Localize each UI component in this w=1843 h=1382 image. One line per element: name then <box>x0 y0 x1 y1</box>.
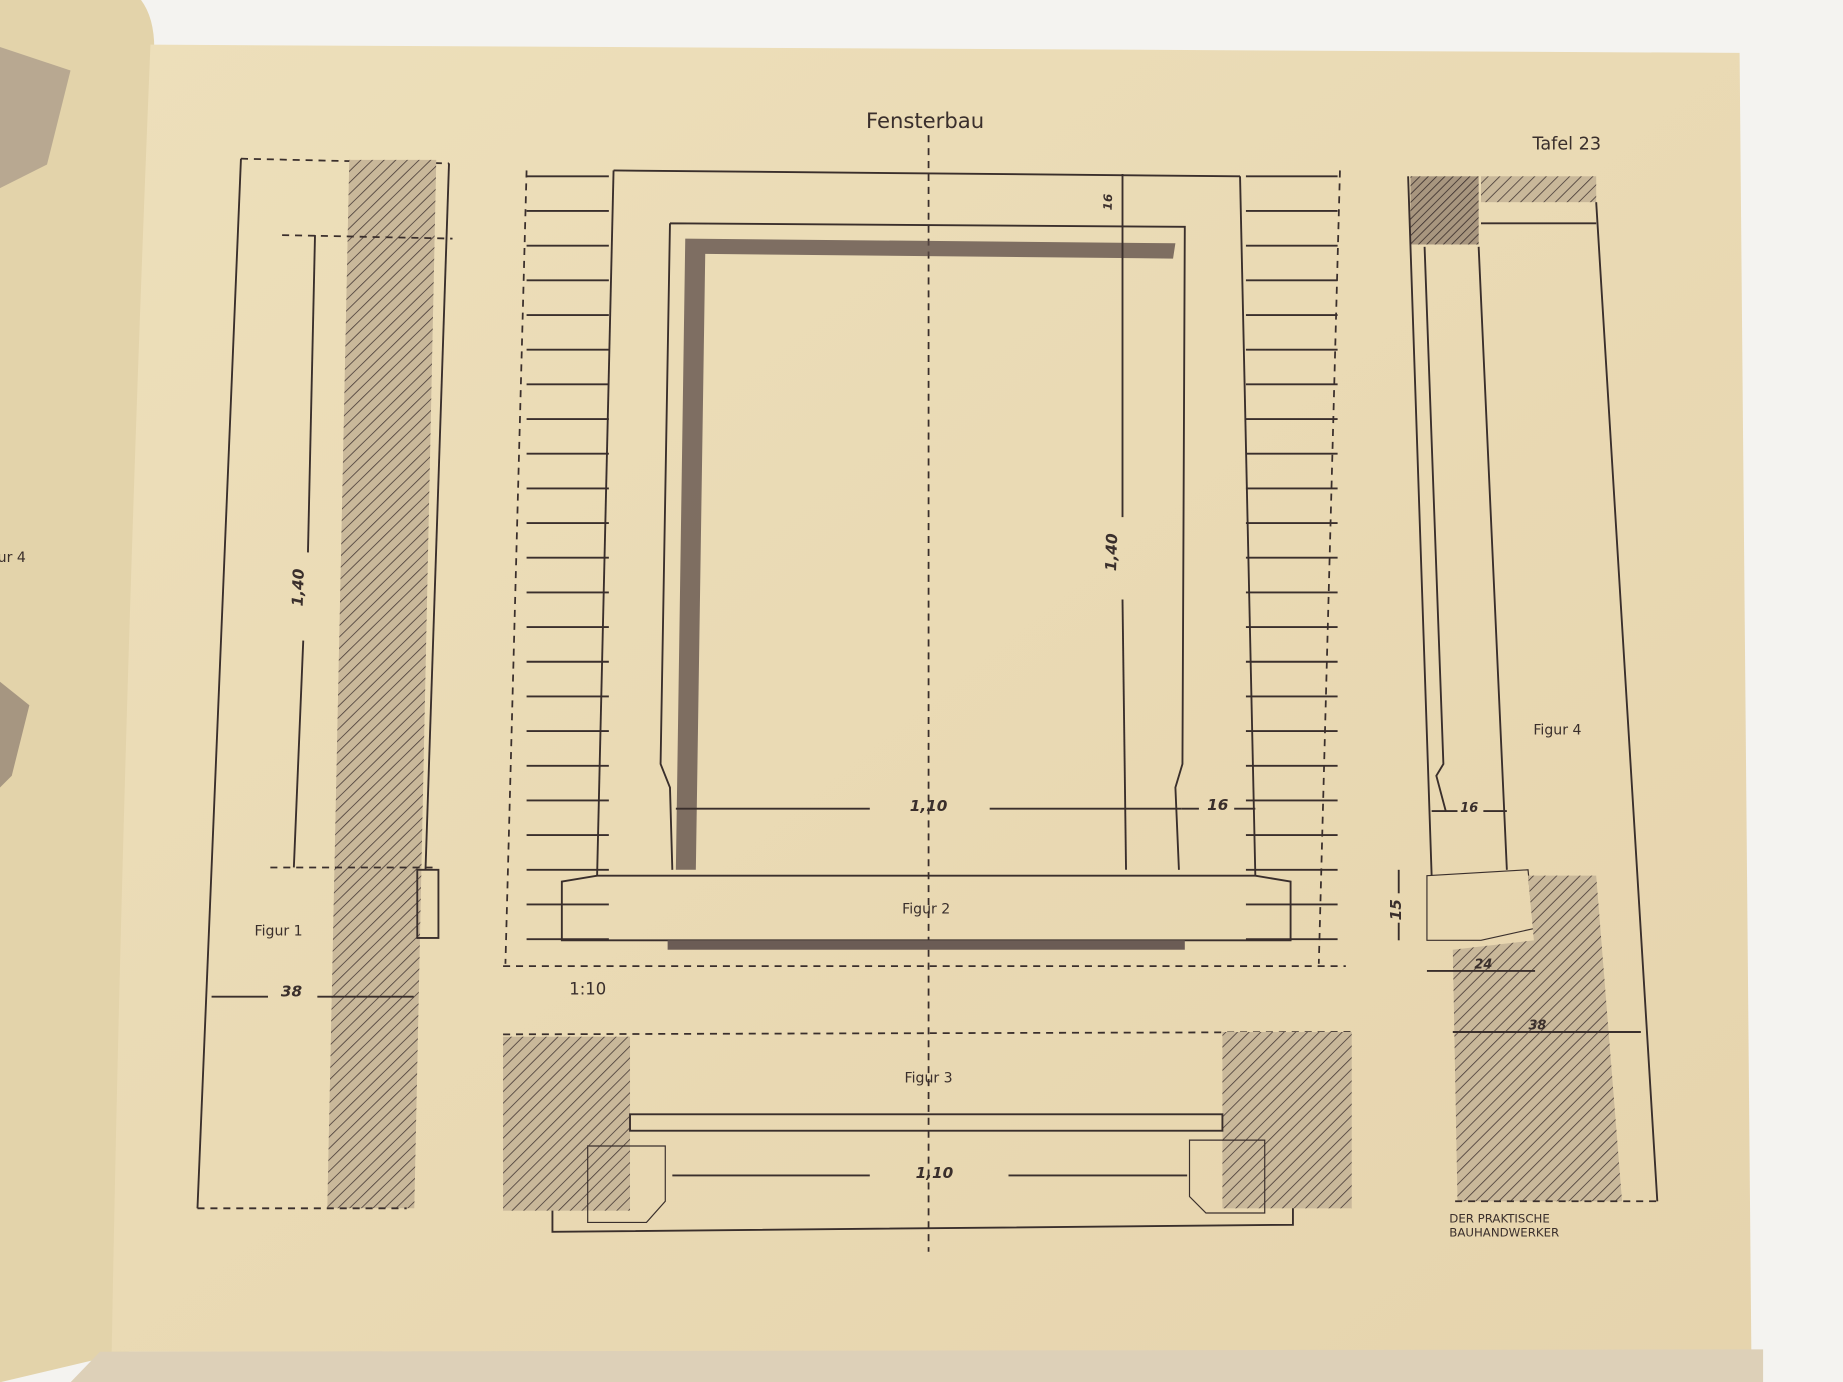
fig2-side-dim: 16 <box>1207 796 1229 814</box>
plate-title: Fensterbau <box>866 108 984 133</box>
left-page <box>0 0 155 1382</box>
figure-2: 1,40 16 1,10 16 Figur 2 1:10 <box>503 169 1346 998</box>
fig2-height-dim: 1,40 <box>1102 533 1121 572</box>
fig1-width-dim: 38 <box>281 983 303 1001</box>
wall-outline <box>1317 170 1341 964</box>
left-page-label: ur 4 <box>0 550 26 566</box>
fig3-width-dim: 1,10 <box>916 1164 954 1182</box>
fig2-label: Figur 2 <box>902 901 950 917</box>
figure-4: 15 16 24 38 Figur 4 DER PRAKTISCHE BAUHA… <box>1387 176 1659 1240</box>
fig4-sill-height-dim: 15 <box>1387 899 1405 920</box>
publisher-line-2: BAUHANDWERKER <box>1449 1226 1559 1240</box>
fig2-width-dim: 1,10 <box>910 797 948 815</box>
publisher-line-1: DER PRAKTISCHE <box>1449 1211 1550 1225</box>
fig1-label: Figur 1 <box>255 924 303 940</box>
figure-1: 1,40 38 Figur 1 <box>196 157 453 1210</box>
scale-label: 1:10 <box>569 979 606 998</box>
fig1-height-dim: 1,40 <box>289 568 308 607</box>
right-page <box>111 44 1752 1352</box>
fig4-frame-dim: 16 <box>1460 801 1478 816</box>
fig4-wall-dim: 38 <box>1528 1019 1546 1034</box>
page-edge <box>70 1349 1764 1382</box>
fig3-label: Figur 3 <box>905 1071 953 1087</box>
fig4-sill-dim: 24 <box>1474 958 1492 973</box>
figure-3: 1,10 Figur 3 <box>503 1031 1352 1233</box>
plate-number: Tafel 23 <box>1531 134 1601 154</box>
wall-outline <box>504 170 528 964</box>
fig4-label: Figur 4 <box>1533 723 1581 739</box>
fig2-top-dim: 16 <box>1101 194 1116 211</box>
left-page-drawing <box>0 47 71 189</box>
left-page-drawing <box>0 681 30 788</box>
